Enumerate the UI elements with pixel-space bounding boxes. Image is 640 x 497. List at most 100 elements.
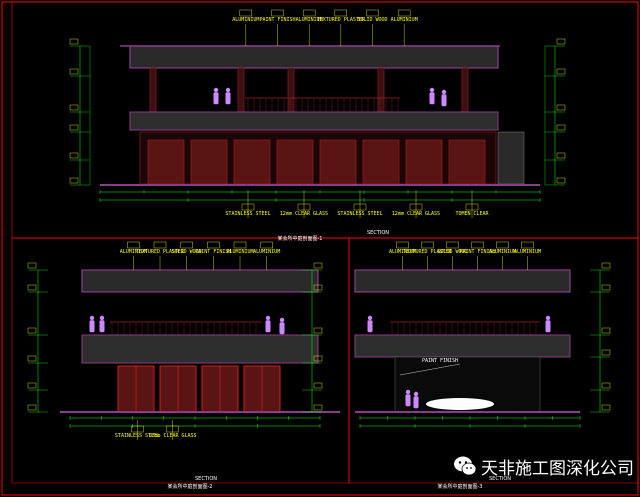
level-tag-box [313, 327, 323, 334]
level-tag-box [601, 404, 611, 411]
figure-body [89, 320, 95, 333]
sculpture [426, 398, 494, 410]
callout-box [233, 241, 247, 249]
column [377, 67, 385, 113]
level-tag-box [27, 355, 37, 362]
callout-box [131, 425, 144, 433]
level-tag-box [69, 104, 79, 111]
callout-box [334, 9, 348, 17]
figure-body [225, 92, 231, 105]
wood-panel [319, 139, 357, 185]
column [287, 67, 295, 113]
level-tag-box [556, 152, 566, 159]
figure-body [265, 320, 271, 333]
level-tag-box [69, 152, 79, 159]
section-title-bottom-left: SECTION [195, 476, 217, 482]
level-tag-box [27, 327, 37, 334]
level-tag-box [69, 177, 79, 184]
balcony-slab [129, 111, 499, 131]
figure-body [545, 320, 551, 333]
bottom_left-callout-1: TEXTURED PLASTER [136, 249, 185, 255]
callout-box [166, 425, 179, 433]
wood-panel [448, 139, 486, 185]
level-tag-box [313, 355, 323, 362]
wechat-icon [454, 456, 477, 476]
figure-head [441, 89, 447, 95]
bottom_right-callout-1: TEXTURED PLASTER [403, 249, 452, 255]
callout-box [239, 9, 253, 17]
level-tag-box [601, 382, 611, 389]
top-bottom-callout-2: STAINLESS STEEL [337, 211, 382, 217]
level-tag-box [556, 68, 566, 75]
column [461, 67, 469, 113]
top-bottom-callout-3: 12mm CLEAR GLASS [392, 211, 440, 217]
top-callout-2: ALUMINIUM [296, 17, 323, 23]
callout-box [180, 241, 193, 249]
figure-head [279, 317, 285, 323]
callout-leader [399, 363, 461, 376]
level-tag-box [601, 349, 611, 356]
callout-box [241, 203, 255, 211]
bottom_left-callout-3: PAINT FINISH [195, 249, 231, 255]
level-tag-box [27, 262, 37, 269]
figure-head [99, 315, 105, 321]
level-tag-box [27, 382, 37, 389]
top-bottom-callout-1: 12mm CLEAR GLASS [280, 211, 328, 217]
figure-head [265, 315, 271, 321]
level-tag-box [27, 404, 37, 411]
level-tag-box [556, 104, 566, 111]
figure-body [429, 92, 435, 105]
callout-box [465, 203, 479, 211]
callout-box [302, 9, 316, 17]
bottom_left-callout-5: ALUMINIUM [253, 249, 280, 255]
callout-box [207, 241, 220, 249]
level-tag-box [556, 38, 566, 45]
ceiling-slab [354, 269, 571, 293]
callout-box [521, 241, 534, 249]
callout-box [471, 241, 484, 249]
bottom_left-callout-2: SOLID WOOD [172, 249, 202, 255]
level-tag-box [556, 177, 566, 184]
figure-body [441, 94, 447, 107]
wood-panel [147, 139, 185, 185]
balcony-slab [354, 334, 571, 358]
figure-head [545, 315, 551, 321]
callout-box [260, 241, 273, 249]
section-title-top: SECTION [367, 230, 389, 236]
callout-box [297, 203, 311, 211]
section-caption-top: 某会所中庭剖面图-1 [278, 235, 323, 242]
bottom_right-callout-5: ALUMINIUM [514, 249, 541, 255]
wood-panel [362, 139, 400, 185]
top-callout-1: PAINT FINISH [259, 17, 295, 23]
bottom_right-callout-2: SOLID WOOD [437, 249, 467, 255]
level-tag-box [313, 382, 323, 389]
figure-head [89, 315, 95, 321]
figure-head [429, 87, 435, 93]
top-callout-5: ALUMINIUM [391, 17, 418, 23]
figure-head [225, 87, 231, 93]
top-callout-4: SOLID WOOD [357, 17, 387, 23]
bottom_left-b-callout-1: 12mm CLEAR GLASS [148, 433, 196, 439]
level-tag-box [313, 262, 323, 269]
wood-panel [276, 139, 314, 185]
bottom_left-callout-4: ALUMINIUM [226, 249, 253, 255]
callout-box [127, 241, 140, 249]
callout-box [271, 9, 284, 17]
callout-box [397, 9, 411, 17]
figure-body [279, 322, 285, 335]
bottom_right-callout-4: ALUMINIUM [489, 249, 516, 255]
figure-body [367, 320, 373, 333]
level-tag-box [601, 327, 611, 334]
ceiling-slab [129, 45, 499, 69]
top-bottom-callout-4: TOMEN CLEAR [455, 211, 489, 217]
section-caption-bottom-right: 某会所中庭剖面图-3 [438, 483, 483, 490]
callout-box [496, 241, 509, 249]
top-callout-0: ALUMINIUM [232, 17, 259, 23]
figure-body [413, 396, 419, 409]
wood-panel [190, 139, 228, 185]
level-tag-box [601, 284, 611, 291]
watermark-text: 天非施工图深化公司 [481, 458, 634, 479]
